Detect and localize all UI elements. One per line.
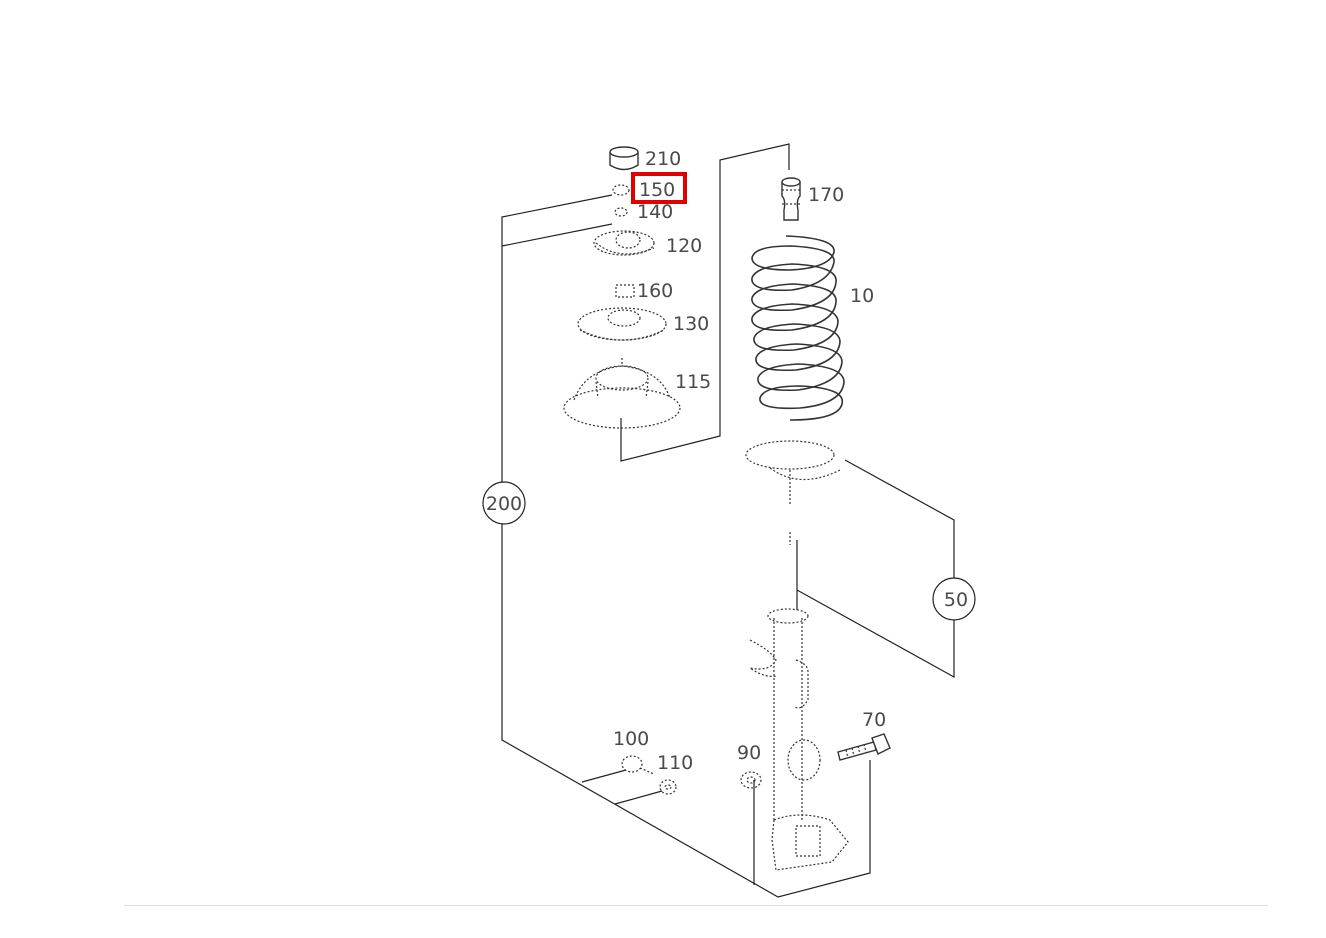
spring-seat-icon xyxy=(745,440,841,505)
part-160-bushing-icon[interactable] xyxy=(615,284,635,298)
part-160-label[interactable]: 160 xyxy=(637,280,673,302)
part-150-label[interactable]: 150 xyxy=(639,179,675,201)
part-115-strut-mount-icon[interactable] xyxy=(563,358,681,429)
assembly-50-leader-lines xyxy=(796,459,955,679)
assembly-200-label: 200 xyxy=(486,493,522,515)
part-110-washer-icon[interactable] xyxy=(659,779,677,795)
part-210-cap-icon[interactable] xyxy=(609,146,639,171)
part-115-label[interactable]: 115 xyxy=(675,371,711,393)
group-leader-line xyxy=(620,143,790,462)
part-90-nut-icon[interactable] xyxy=(740,771,762,789)
assembly-50-callout[interactable]: 50 xyxy=(932,577,976,621)
part-100-label[interactable]: 100 xyxy=(613,728,649,750)
strut-body-icon xyxy=(749,532,849,871)
assembly-200-leader-lines xyxy=(501,194,871,898)
part-100-nut-icon[interactable] xyxy=(621,755,655,775)
assembly-200-callout[interactable]: 200 xyxy=(482,481,526,525)
selected-part-highlight xyxy=(631,172,687,204)
part-70-label[interactable]: 70 xyxy=(862,709,886,731)
part-170-label[interactable]: 170 xyxy=(808,184,844,206)
part-10-label[interactable]: 10 xyxy=(850,285,874,307)
part-130-bearing-icon[interactable] xyxy=(577,307,667,341)
part-90-label[interactable]: 90 xyxy=(737,742,761,764)
part-130-label[interactable]: 130 xyxy=(673,313,709,335)
part-110-label[interactable]: 110 xyxy=(657,752,693,774)
part-140-label[interactable]: 140 xyxy=(637,201,673,223)
part-140-washer-icon[interactable] xyxy=(614,207,628,217)
part-170-bump-stop-icon[interactable] xyxy=(781,177,801,221)
part-120-mount-plate-icon[interactable] xyxy=(593,230,655,256)
assembly-50-label: 50 xyxy=(944,589,968,611)
bottom-divider xyxy=(124,905,1268,906)
part-210-label[interactable]: 210 xyxy=(645,148,681,170)
part-150-nut-icon[interactable] xyxy=(612,184,630,196)
part-70-bolt-icon[interactable] xyxy=(837,733,891,761)
part-10-coil-spring-icon[interactable] xyxy=(751,235,845,421)
part-120-label[interactable]: 120 xyxy=(666,235,702,257)
